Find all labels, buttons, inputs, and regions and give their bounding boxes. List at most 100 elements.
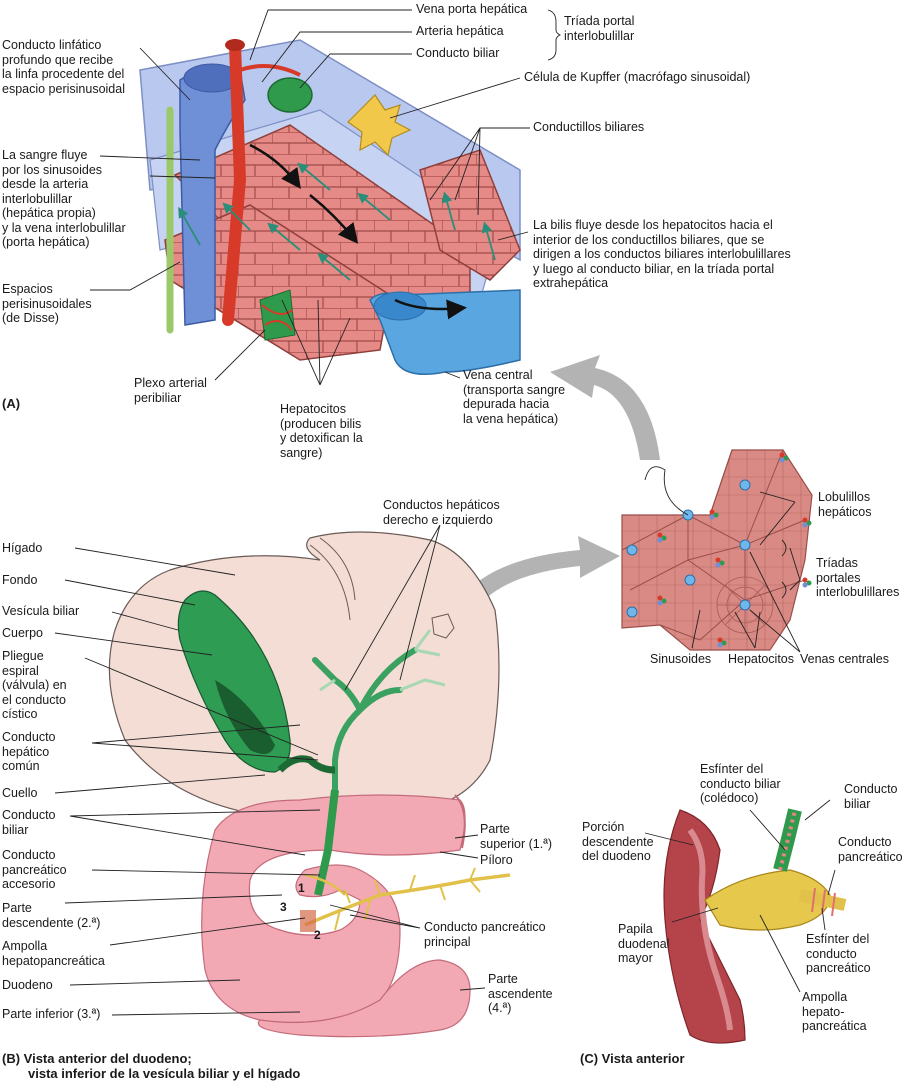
bile-duct [267,77,313,113]
hepatic-ducts [312,647,418,803]
lobule-callout [644,466,689,516]
lobule-leaders [691,491,801,653]
liver-cut-square [431,613,455,639]
bile-flow-arrow [317,252,351,281]
duodenum-wall [663,809,746,1044]
central-vein-dot [626,544,638,556]
panel-a-leaders [90,9,562,386]
bile-flow-arrow [178,206,201,246]
bile-flow-arrow [267,222,301,251]
pancreatic-branches [334,867,481,931]
label-arteria-hepatica: Arteria hepática [416,24,504,38]
marker-2: 2 [314,928,321,942]
marker-3: 3 [280,900,287,914]
hepatocyte-column [419,149,521,281]
bile-flow-arrow [297,162,331,191]
pancreatic-duct-c [798,889,847,911]
label-cuello: Cuello [2,786,38,800]
accessory-duct [304,873,346,896]
label-higado: Hígado [2,541,43,555]
bile-flow-arrow [357,192,391,221]
marker-1: 1 [298,881,305,895]
plexus-vessels [261,304,293,331]
bile-flow-arrow [222,202,251,231]
hepatic-artery [222,39,247,326]
label-vesicula: Vesícula biliar [2,604,80,618]
blood-flow-arrow [249,143,301,190]
bile-flow-arrow [441,191,456,231]
duodenum-lower [257,959,471,1038]
liver [108,531,500,818]
label-duodeno: Duodeno [2,978,53,992]
duodenum [201,794,466,1024]
central-vein-dot [739,539,751,551]
label-inferior: Parte inferior (3.ª) [2,1007,101,1021]
label-fondo: Fondo [2,573,38,587]
peribiliary-plexus [259,289,296,341]
label-cuerpo: Cuerpo [2,626,43,640]
papilla-mark [300,910,316,932]
central-vein-lumen [373,291,427,321]
panel-b-leaders [54,524,486,1016]
panel-c-caption: (C) Vista anterior [580,1051,685,1066]
label-conductillos: Conductillos biliares [533,120,645,134]
artery-lumen [225,39,245,51]
blood-flow-arrow [394,298,467,320]
label-hepatocitos-lobule: Hepatocitos [728,652,795,666]
label-bilis: La bilis fluye desde los hepatocitos hac… [533,218,791,290]
label-piloro: Píloro [480,853,513,867]
label-vena-porta: Vena porta hepática [416,2,528,16]
liver-fissure [319,537,356,601]
zoom-arrow-up [550,355,660,460]
label-kupffer: Célula de Kupffer (macrófago sinusoidal) [524,70,751,84]
central-vein-dot [739,479,751,491]
liver-fissure [309,544,351,621]
panel-a-id: (A) [2,396,21,411]
label-venas-centrales: Venas centrales [800,652,889,666]
pancreatic-duct [304,873,511,927]
blood-flow-arrow [309,194,359,244]
duodenum-inner [687,828,733,1031]
central-vein-dot [684,574,696,586]
portal-triad-dots [657,452,812,648]
gallbladder-interior [215,680,275,754]
panel-b-caption: (B) Vista anterior del duodeno;vista inf… [2,1051,301,1081]
panel-a-illustration [139,39,521,375]
kupffer-cell [347,94,412,157]
ampulla [704,869,831,931]
central-vein-dot [626,606,638,618]
zoom-arrow-right [450,536,620,622]
artery-branch [239,64,301,77]
pylorus-end [454,794,466,849]
cystic-duct [277,755,336,774]
bile-duct-c-sphincter [778,809,797,871]
central-vein-dot [739,599,751,611]
label-sinusoides: Sinusoides [650,652,712,666]
